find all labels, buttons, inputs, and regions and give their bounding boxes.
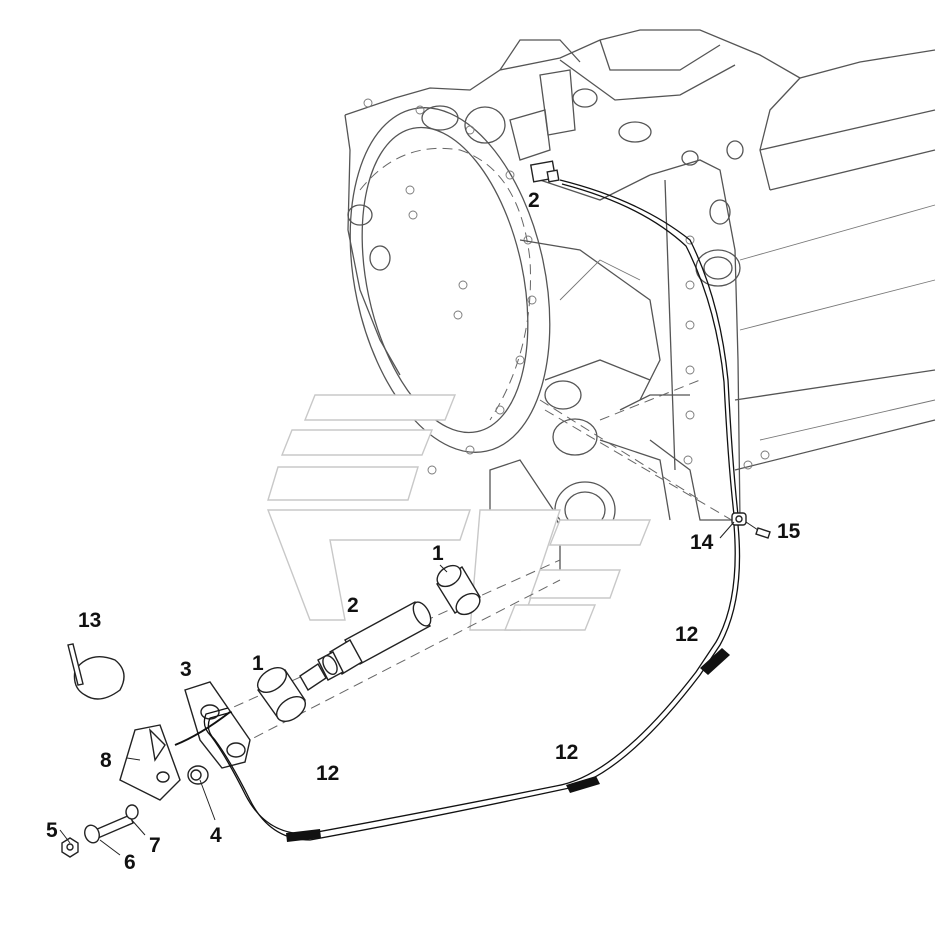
- bolt: [84, 814, 134, 844]
- leader-lines: [59, 521, 735, 856]
- watermark-logo: [266, 394, 652, 631]
- callout-7-washer: 7: [149, 834, 161, 857]
- callout-3-bracket: 3: [180, 658, 192, 681]
- callout-5-nut: 5: [46, 819, 58, 842]
- sensor-cable-upper: [559, 179, 739, 516]
- callout-labels: 2 1 2 13 3 1 8 12 12 12 14 15 5 6 7 4: [46, 189, 801, 874]
- cable-plate: [119, 724, 181, 801]
- lock-washer: [125, 804, 139, 820]
- spacer-washer: [187, 765, 209, 785]
- bushing-upper: [436, 564, 481, 616]
- clip-screw: [745, 521, 771, 539]
- bushing-lower: [256, 666, 307, 723]
- callout-1-lower-bushing: 1: [252, 652, 264, 675]
- nut: [61, 837, 79, 858]
- speed-sensor: [299, 601, 432, 691]
- callout-12-cable-right: 12: [675, 623, 698, 646]
- callout-2-sensor: 2: [347, 594, 359, 617]
- callout-4-spacer: 4: [210, 824, 222, 847]
- sensor-cable-harness: [174, 524, 741, 842]
- callout-8-plate: 8: [100, 749, 112, 772]
- connector-plug: [529, 160, 560, 183]
- callout-2-connector: 2: [528, 189, 540, 212]
- callout-12-cable-mid: 12: [555, 741, 578, 764]
- callout-13-cable-tie: 13: [78, 609, 101, 632]
- callout-14-clip: 14: [690, 531, 714, 554]
- cable-clip: [731, 512, 747, 526]
- callout-1-upper-bushing: 1: [432, 542, 444, 565]
- callout-12-cable-left: 12: [316, 762, 339, 785]
- mounting-bracket: [184, 681, 251, 769]
- callout-6-bolt: 6: [124, 851, 136, 874]
- cable-tie: [67, 643, 125, 700]
- callout-15-screw: 15: [777, 520, 801, 543]
